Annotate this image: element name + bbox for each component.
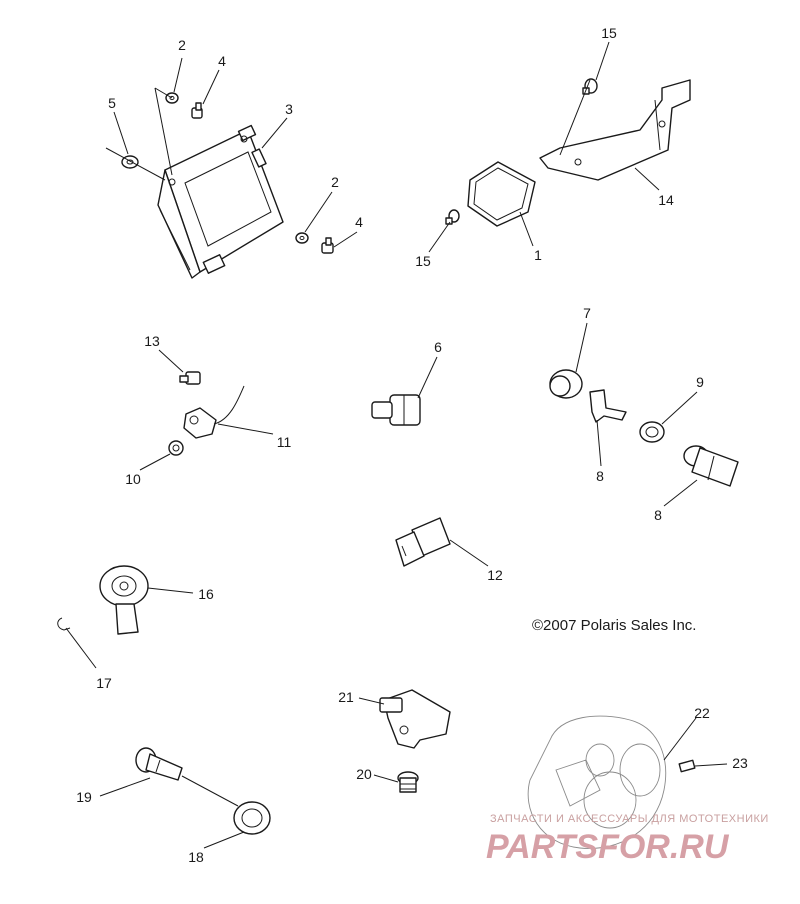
- screw-23-part: [678, 759, 696, 773]
- watermark-tagline: ЗАПЧАСТИ И АКСЕССУАРЫ ДЛЯ МОТОТЕХНИКИ: [490, 813, 769, 825]
- callout-4b: 4: [355, 214, 363, 230]
- callout-19: 19: [76, 789, 92, 805]
- watermark-logo: PARTSFOR.RU: [486, 828, 730, 866]
- callout-12: 12: [487, 567, 503, 583]
- callout-2b: 2: [331, 174, 339, 190]
- callout-18: 18: [188, 849, 204, 865]
- callout-3: 3: [285, 101, 293, 117]
- knock-sensor-part: [99, 565, 149, 635]
- throttle-body-part: [527, 715, 667, 849]
- temperature-sensor-part: [183, 385, 245, 439]
- connector-tab-part: [589, 389, 627, 423]
- sensor-12-part: [395, 517, 451, 567]
- sensor-8-part: [683, 445, 739, 487]
- relay-bracket-part: [539, 79, 691, 181]
- callout-5: 5: [108, 95, 116, 111]
- copyright-text: ©2007 Polaris Sales Inc.: [532, 617, 696, 634]
- callout-9: 9: [696, 374, 704, 390]
- bolt-13-part: [179, 371, 201, 385]
- callout-2a: 2: [178, 37, 186, 53]
- callout-labels: 2 4 5 3 2 4 15 14 1 15 13 11 10 6 7 9 8 …: [76, 25, 748, 865]
- callout-8b: 8: [654, 507, 662, 523]
- callout-7: 7: [583, 305, 591, 321]
- relay-part: [467, 161, 536, 227]
- cap-part: [168, 440, 184, 456]
- sensor-19-part: [135, 747, 183, 781]
- callout-8a: 8: [596, 468, 604, 484]
- callout-23: 23: [732, 755, 748, 771]
- callout-22: 22: [694, 705, 710, 721]
- watermark: ЗАПЧАСТИ И АКСЕССУАРЫ ДЛЯ МОТОТЕХНИКИ PA…: [486, 813, 769, 866]
- callout-21: 21: [338, 689, 354, 705]
- o-ring-part: [639, 421, 665, 443]
- callout-15a: 15: [601, 25, 617, 41]
- callout-11: 11: [277, 434, 292, 450]
- sensor-21-part: [379, 689, 451, 749]
- callout-17: 17: [96, 675, 112, 691]
- callout-14: 14: [658, 192, 674, 208]
- callout-10: 10: [125, 471, 141, 487]
- seal-18-part: [233, 801, 271, 835]
- callout-1: 1: [534, 247, 542, 263]
- clip-part: [57, 617, 71, 631]
- screw-part: [191, 102, 334, 254]
- callout-4a: 4: [218, 53, 226, 69]
- callout-6: 6: [434, 339, 442, 355]
- callout-16: 16: [198, 586, 214, 602]
- ecu-module-part: [157, 124, 284, 279]
- leader-lines: [65, 41, 728, 849]
- sensor-7-part: [549, 369, 583, 399]
- sensor-6-part: [371, 394, 421, 426]
- callout-13: 13: [144, 333, 160, 349]
- callout-15b: 15: [415, 253, 431, 269]
- fitting-20-part: [397, 771, 419, 793]
- callout-20: 20: [356, 766, 372, 782]
